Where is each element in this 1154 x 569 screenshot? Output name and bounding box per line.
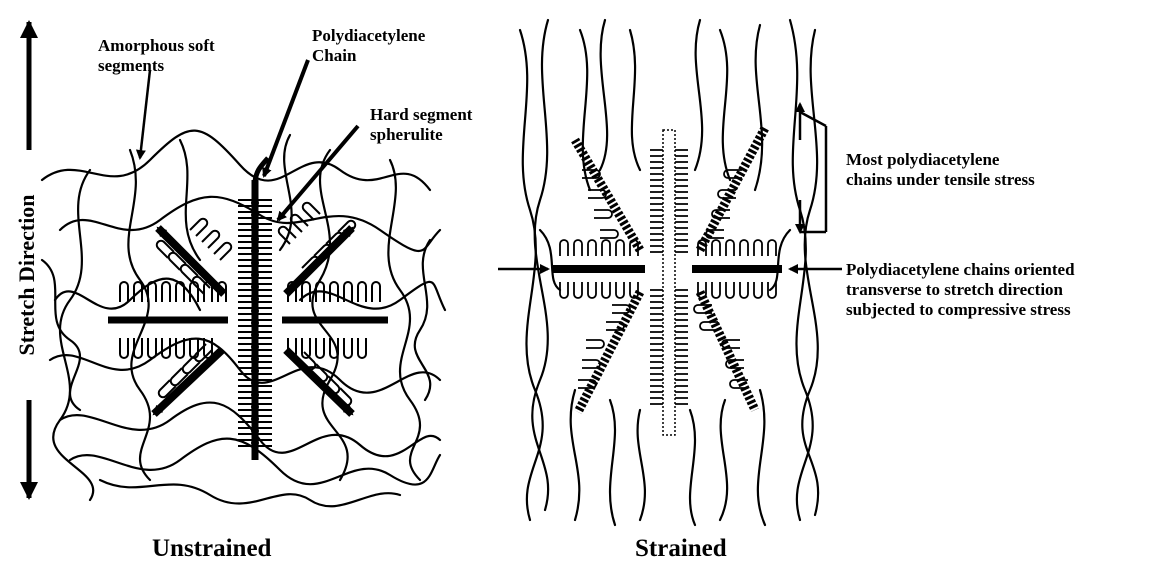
pda-chain-label: Polydiacetylene Chain xyxy=(312,26,425,66)
strained-diag-chain-sw xyxy=(578,292,640,412)
hard-segment-label-line2: spherulite xyxy=(370,125,472,145)
strained-diag-chain-nw xyxy=(575,140,640,250)
amorphous-label-line1: Amorphous soft xyxy=(98,36,215,56)
compressive-stress-label-line3: subjected to compressive stress xyxy=(846,300,1075,320)
hard-segment-label-line1: Hard segment xyxy=(370,105,472,125)
strained-central-pda-chain xyxy=(663,130,675,435)
strained-diag-chain-se xyxy=(700,292,755,410)
amorphous-pointer xyxy=(140,70,150,158)
amorphous-label-line2: segments xyxy=(98,56,215,76)
pda-chain-label-line1: Polydiacetylene xyxy=(312,26,425,46)
compressive-stress-label-line1: Polydiacetylene chains oriented xyxy=(846,260,1075,280)
pda-chain-pointer xyxy=(264,60,308,176)
unstrained-diag-chain-sw xyxy=(154,350,222,414)
tensile-stress-label-line2: chains under tensile stress xyxy=(846,170,1035,190)
hard-segment-label: Hard segment spherulite xyxy=(370,105,472,145)
strained-caption: Strained xyxy=(635,535,727,563)
amorphous-label: Amorphous soft segments xyxy=(98,36,215,76)
tensile-bracket xyxy=(800,112,826,232)
unstrained-caption: Unstrained xyxy=(152,535,271,563)
compressive-stress-label-line2: transverse to stretch direction xyxy=(846,280,1075,300)
stretch-direction-label: Stretch Direction xyxy=(14,175,40,375)
pda-chain-label-line2: Chain xyxy=(312,46,425,66)
tensile-stress-label: Most polydiacetylene chains under tensil… xyxy=(846,150,1035,190)
tensile-stress-label-line1: Most polydiacetylene xyxy=(846,150,1035,170)
compressive-stress-label: Polydiacetylene chains oriented transver… xyxy=(846,260,1075,320)
